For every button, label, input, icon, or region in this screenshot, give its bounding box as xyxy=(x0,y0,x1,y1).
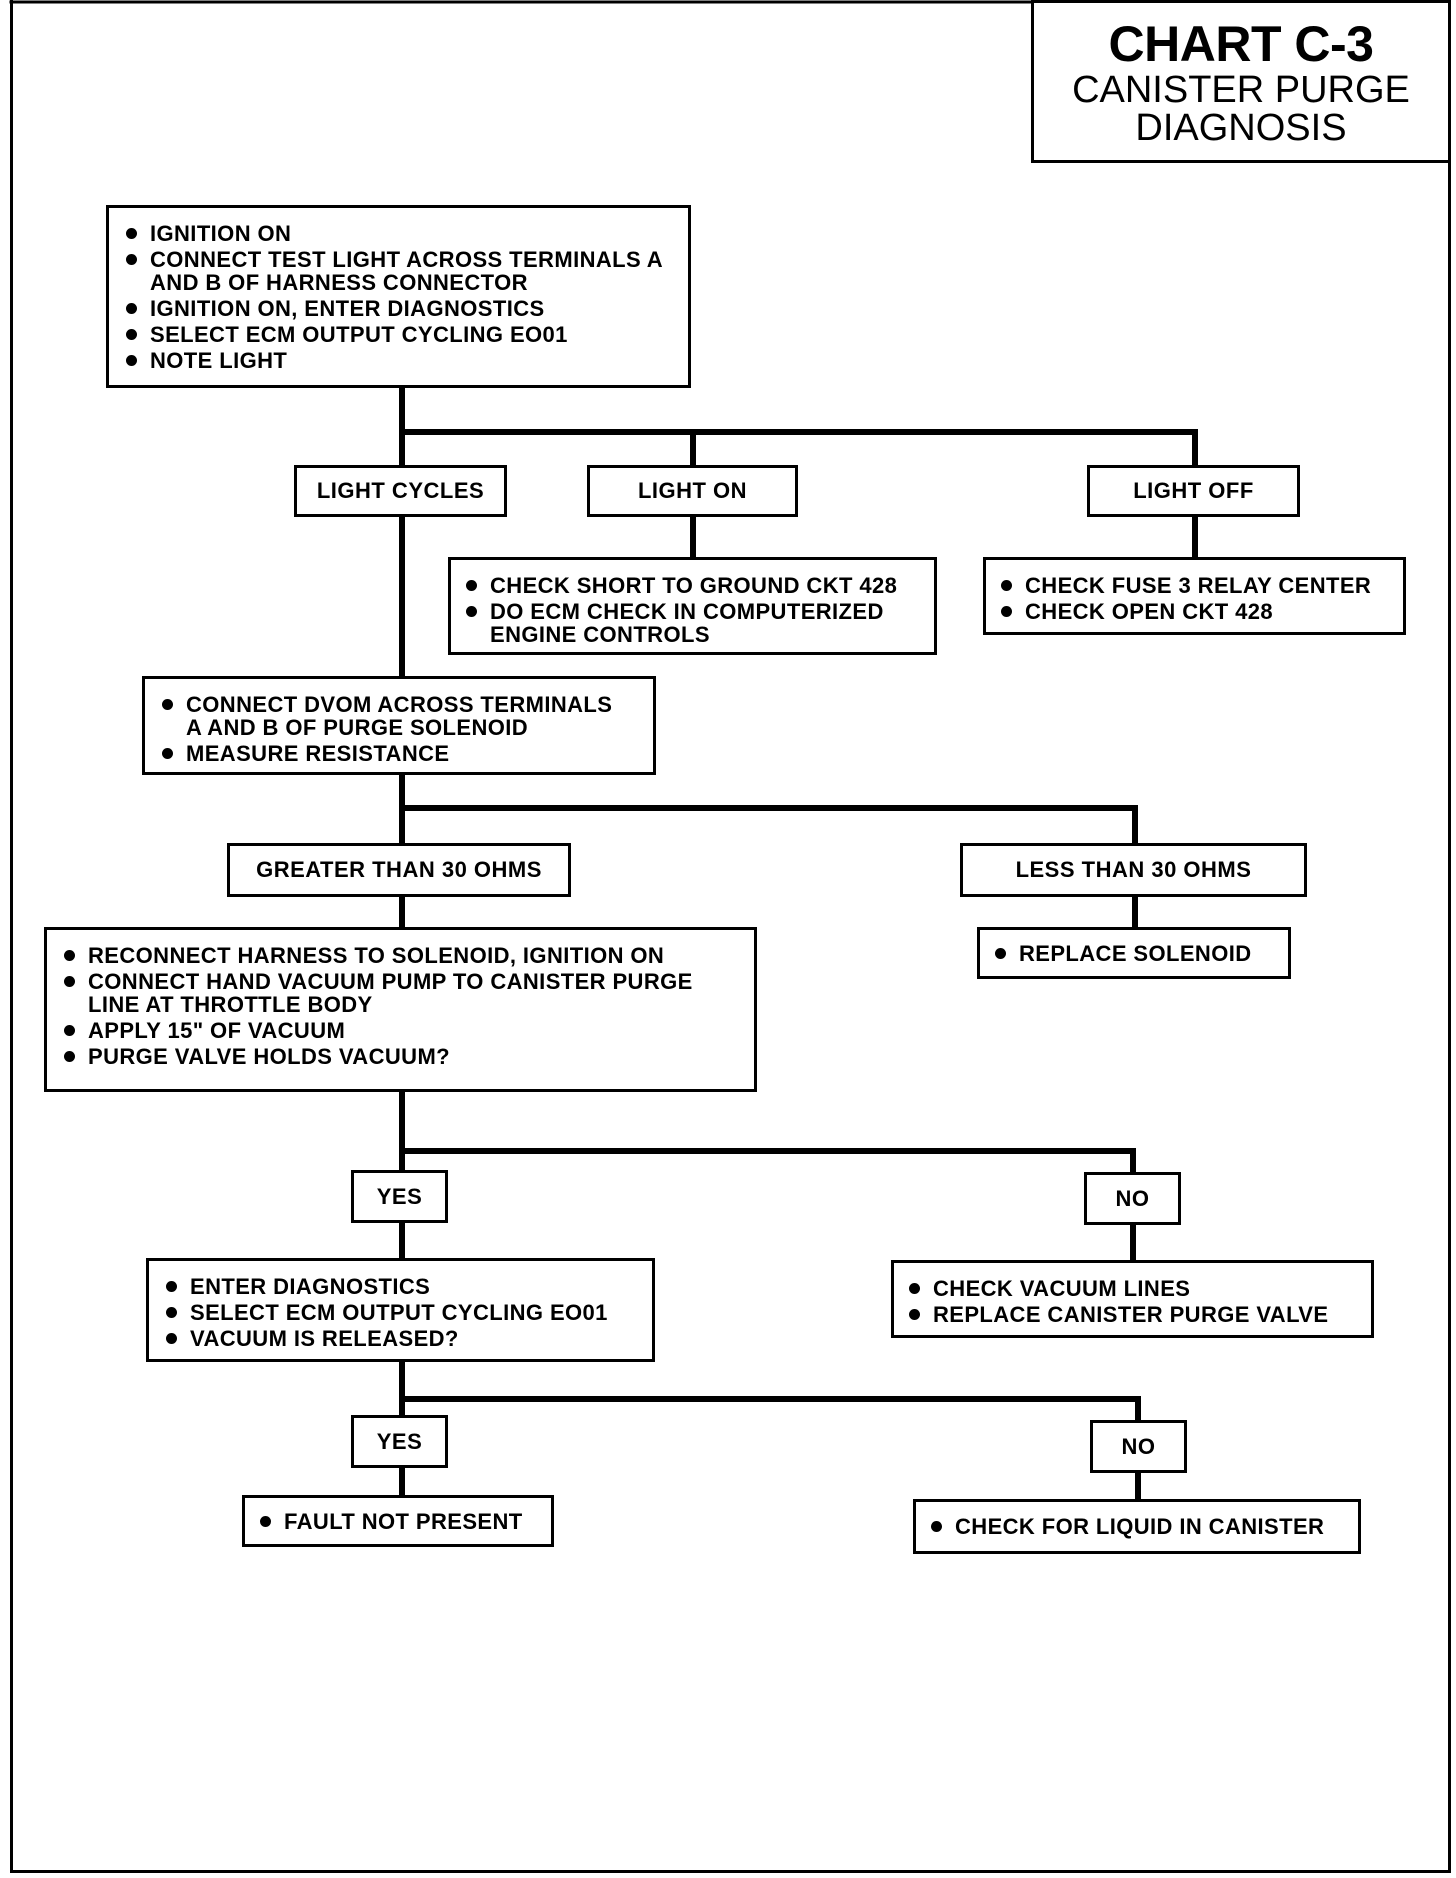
vacuum-step-box: RECONNECT HARNESS TO SOLENOID, IGNITION … xyxy=(44,927,757,1092)
step-item: VACUUM IS RELEASED? xyxy=(163,1327,642,1350)
outcome-less-than-30-ohms: LESS THAN 30 OHMS xyxy=(960,843,1307,897)
initial-step-box: IGNITION ON CONNECT TEST LIGHT ACROSS TE… xyxy=(106,205,691,388)
outcome-yes: YES xyxy=(351,1415,448,1468)
step-item: CONNECT DVOM ACROSS TERMINALS A AND B OF… xyxy=(159,693,626,739)
action-item: FAULT NOT PRESENT xyxy=(257,1510,543,1533)
page-frame xyxy=(10,0,1451,1873)
outcome-no: NO xyxy=(1084,1172,1181,1225)
outcome-yes: YES xyxy=(351,1170,448,1223)
check-liquid-box: CHECK FOR LIQUID IN CANISTER xyxy=(913,1499,1361,1554)
action-item: CHECK SHORT TO GROUND CKT 428 xyxy=(463,574,924,597)
chart-title: CHART C-3 xyxy=(1108,15,1374,72)
step-item: CONNECT TEST LIGHT ACROSS TERMINALS A AN… xyxy=(123,248,663,294)
action-item: DO ECM CHECK IN COMPUTERIZED ENGINE CONT… xyxy=(463,600,910,646)
light-on-actions-box: CHECK SHORT TO GROUND CKT 428 DO ECM CHE… xyxy=(448,557,937,655)
action-item: CHECK OPEN CKT 428 xyxy=(998,600,1395,623)
outcome-light-off: LIGHT OFF xyxy=(1087,465,1300,517)
action-item: REPLACE CANISTER PURGE VALVE xyxy=(906,1303,1363,1326)
step-item: NOTE LIGHT xyxy=(123,349,663,372)
outcome-greater-than-30-ohms: GREATER THAN 30 OHMS xyxy=(227,843,571,897)
step-item: CONNECT HAND VACUUM PUMP TO CANISTER PUR… xyxy=(61,970,728,1016)
replace-solenoid-box: REPLACE SOLENOID xyxy=(977,927,1291,979)
action-item: CHECK FOR LIQUID IN CANISTER xyxy=(928,1515,1350,1538)
step-item: IGNITION ON xyxy=(123,222,663,245)
outcome-no: NO xyxy=(1090,1420,1187,1473)
step-item: MEASURE RESISTANCE xyxy=(159,742,643,765)
outcome-light-on: LIGHT ON xyxy=(587,465,798,517)
step-item: ENTER DIAGNOSTICS xyxy=(163,1275,642,1298)
chart-subtitle: CANISTER PURGE DIAGNOSIS xyxy=(1072,68,1410,149)
chart-title-box: CHART C-3 CANISTER PURGE DIAGNOSIS xyxy=(1031,0,1451,163)
step-item: RECONNECT HARNESS TO SOLENOID, IGNITION … xyxy=(61,944,744,967)
diagnostics-step-box: ENTER DIAGNOSTICS SELECT ECM OUTPUT CYCL… xyxy=(146,1258,655,1362)
step-item: SELECT ECM OUTPUT CYCLING EO01 xyxy=(123,323,663,346)
light-off-actions-box: CHECK FUSE 3 RELAY CENTER CHECK OPEN CKT… xyxy=(983,557,1406,635)
step-item: SELECT ECM OUTPUT CYCLING EO01 xyxy=(163,1301,642,1324)
check-vacuum-lines-box: CHECK VACUUM LINES REPLACE CANISTER PURG… xyxy=(891,1260,1374,1338)
dvom-step-box: CONNECT DVOM ACROSS TERMINALS A AND B OF… xyxy=(142,676,656,775)
outcome-light-cycles: LIGHT CYCLES xyxy=(294,465,507,517)
fault-not-present-box: FAULT NOT PRESENT xyxy=(242,1495,554,1547)
step-item: PURGE VALVE HOLDS VACUUM? xyxy=(61,1045,744,1068)
step-item: APPLY 15" OF VACUUM xyxy=(61,1019,744,1042)
action-item: CHECK FUSE 3 RELAY CENTER xyxy=(998,574,1395,597)
step-item: IGNITION ON, ENTER DIAGNOSTICS xyxy=(123,297,663,320)
action-item: REPLACE SOLENOID xyxy=(992,942,1280,965)
action-item: CHECK VACUUM LINES xyxy=(906,1277,1363,1300)
